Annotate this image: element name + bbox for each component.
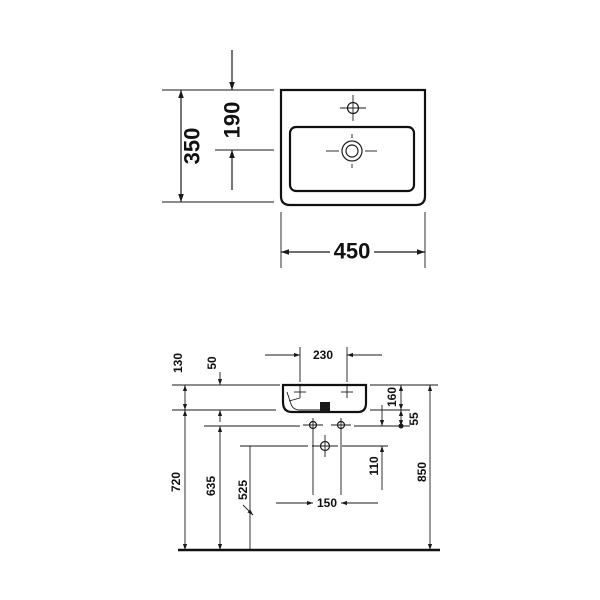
tap-hole-front-right-icon [341,386,353,398]
dim-label-110: 110 [367,456,381,476]
dim-label-230: 230 [313,348,333,362]
basin-bowl-top [288,125,416,193]
dim-label-160: 160 [385,387,399,407]
dim-label-450: 450 [334,239,371,264]
dim-dot-55 [398,423,404,429]
basin-outline-top [279,88,427,207]
dim-label-350: 350 [180,128,205,165]
dim-label-150: 150 [317,496,337,510]
waste-outlet-icon [312,435,338,457]
tap-hole-front-left-icon [294,386,306,398]
drain-icon [326,134,377,168]
basin-outline-front [281,383,368,414]
top-view: 350 190 450 [162,50,427,268]
dim-label-50: 50 [205,356,219,370]
water-supply-left-icon [303,418,323,432]
dim-label-190: 190 [220,102,245,139]
basin-inner-line [288,397,301,402]
dim-label-525: 525 [236,480,250,500]
dim-label-55: 55 [407,412,421,426]
dim-label-720: 720 [169,472,183,492]
dim-arrow-525 [242,504,254,516]
overflow-block [320,402,330,412]
tap-hole-icon [340,95,366,121]
dim-label-130: 130 [171,353,185,373]
front-view: 230 130 50 720 635 525 150 160 55 110 [169,347,440,552]
basin-inner-curve [286,391,320,411]
dim-label-850: 850 [415,462,429,482]
water-supply-right-icon [331,418,351,432]
dim-label-635: 635 [204,476,218,496]
